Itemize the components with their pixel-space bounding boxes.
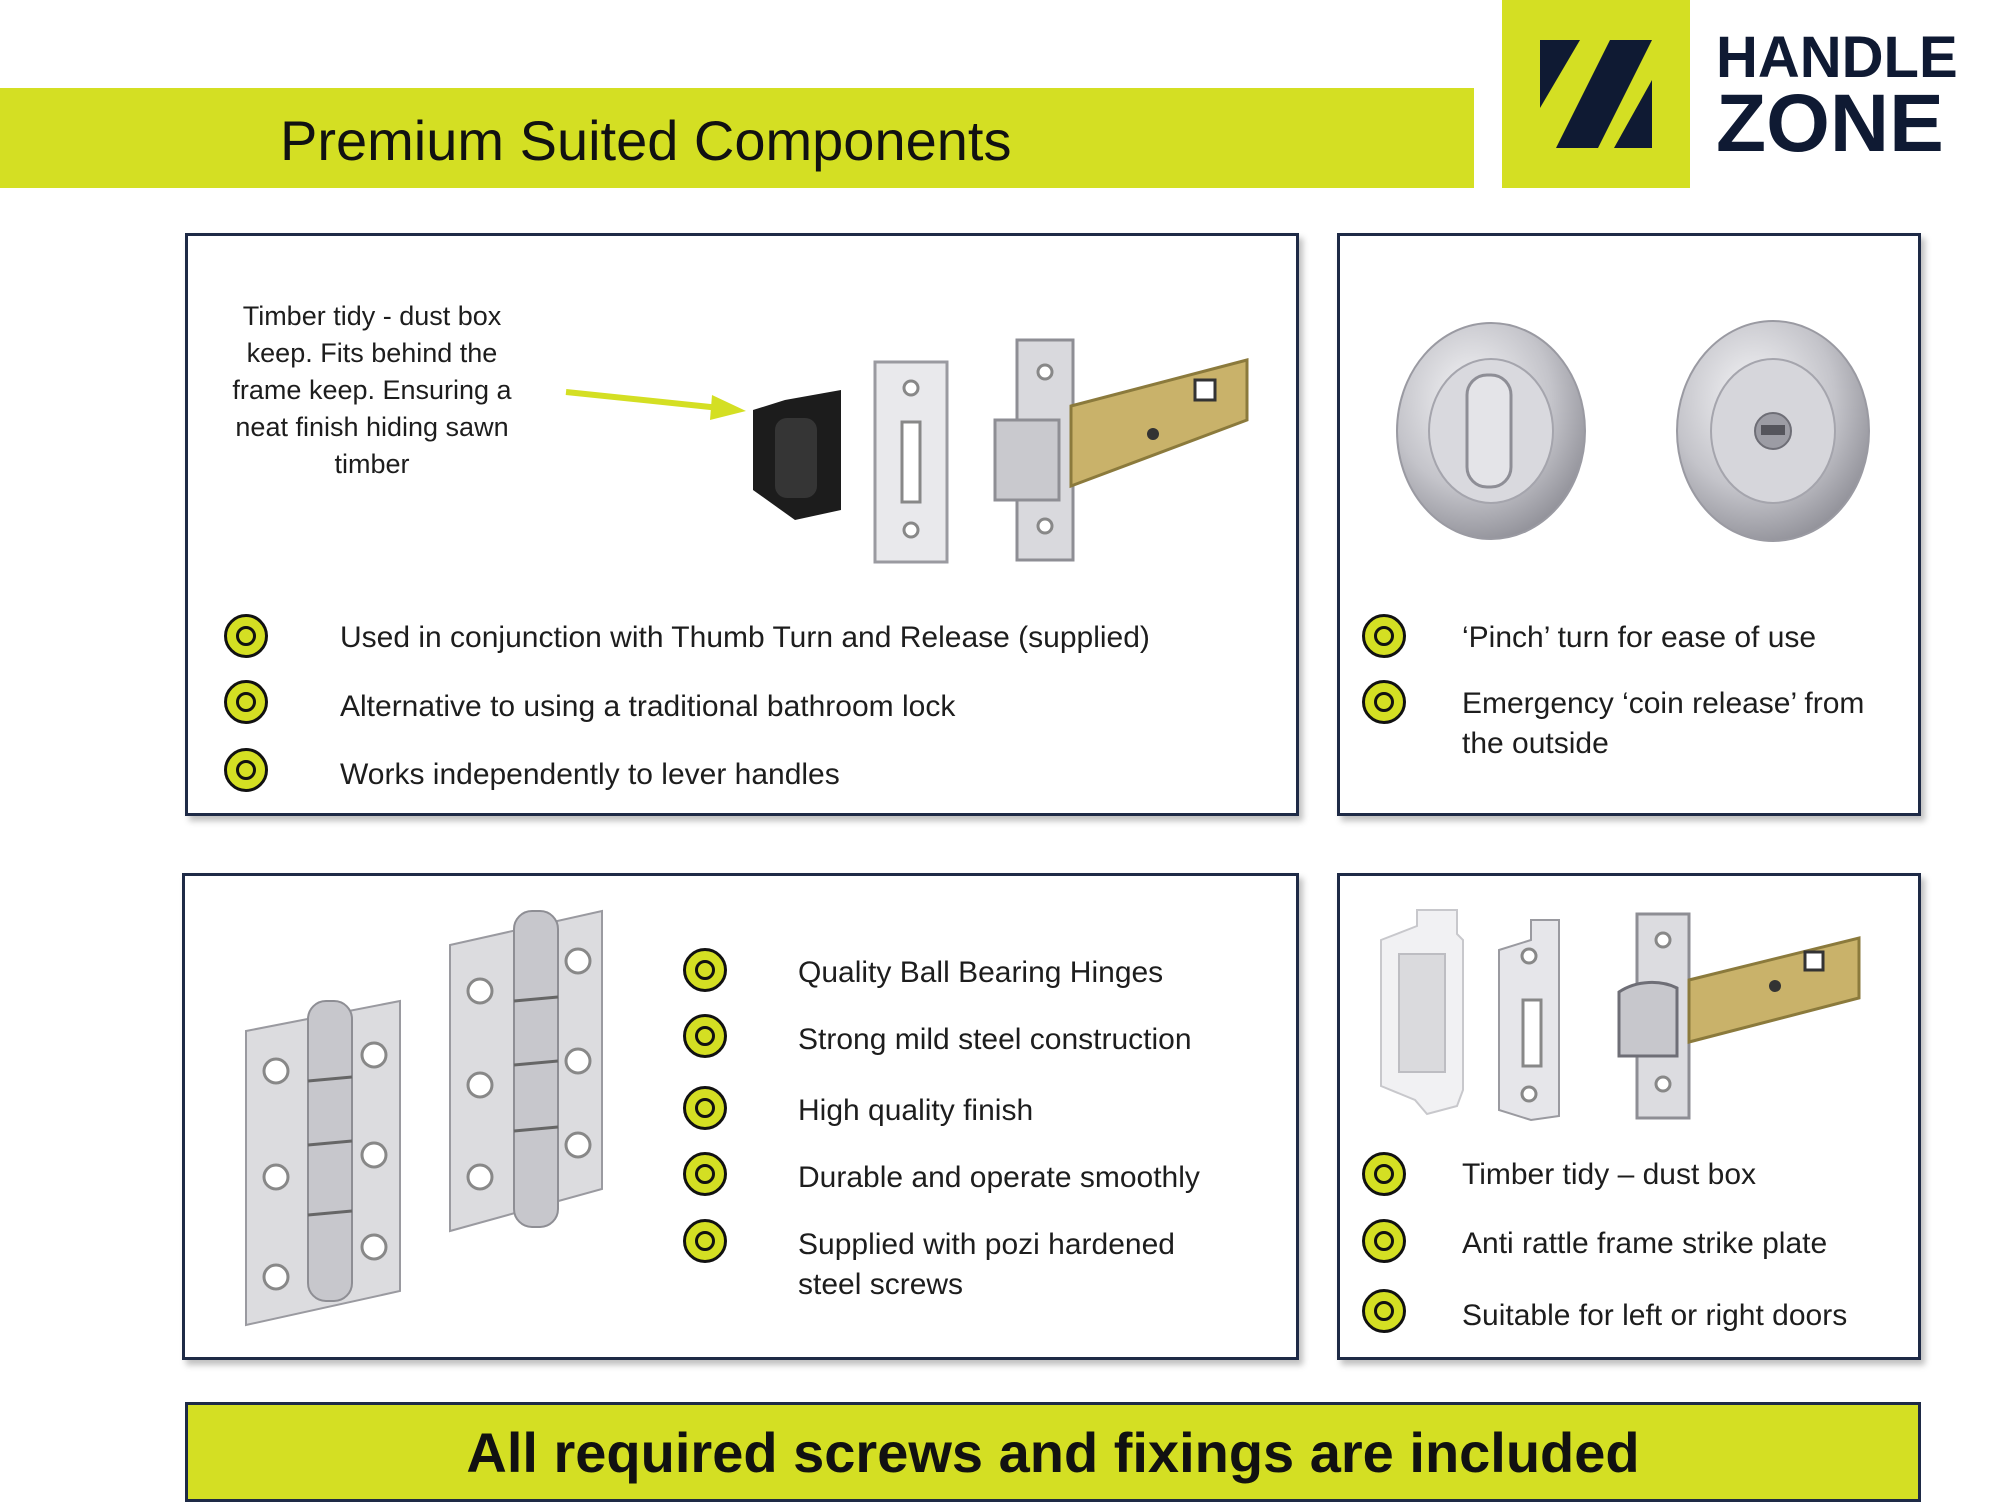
hinges-bullet-1: Quality Ball Bearing Hinges (798, 956, 1164, 989)
hinges-bullet-5: Supplied with pozi hardened steel screws (798, 1228, 1175, 1301)
bullet-ring-icon (224, 680, 268, 724)
bullet-ring-icon (1362, 1152, 1406, 1196)
bullet-ring-icon (683, 948, 727, 992)
tubular-bullet-3: Suitable for left or right doors (1462, 1299, 1848, 1332)
bullet-ring-icon (224, 614, 268, 658)
panel-deadbolt (185, 233, 1299, 816)
logo-mark (1502, 0, 1690, 188)
bullet-ring-icon (683, 1014, 727, 1058)
thumbturn-bullet-1: ‘Pinch’ turn for ease of use (1462, 621, 1817, 654)
bullet-ring-icon (224, 748, 268, 792)
fixings-banner: All required screws and fixings are incl… (185, 1402, 1921, 1502)
thumbturn-bullet-2: Emergency ‘coin release’ from the outsid… (1462, 687, 1865, 760)
deadbolt-bullet-3: Works independently to lever handles (340, 758, 840, 791)
hinges-illustration (245, 909, 603, 1327)
thumbturn-illustration (1396, 320, 1870, 542)
hinges-bullet-4: Durable and operate smoothly (798, 1161, 1200, 1194)
logo-word-zone: ZONE (1716, 78, 1944, 169)
tubular-latch-illustration (1380, 909, 1861, 1122)
hinges-bullet-3: High quality finish (798, 1094, 1034, 1127)
bullet-ring-icon (683, 1219, 727, 1263)
bullet-ring-icon (683, 1152, 727, 1196)
logo-z-icon (1540, 40, 1652, 148)
pointer-arrow-icon (565, 389, 746, 420)
timber-tidy-note: Timber tidy - dust box keep. Fits behind… (232, 301, 512, 479)
page-title: Premium Suited Components (280, 109, 1012, 172)
tubular-bullet-1: Timber tidy – dust box (1462, 1158, 1757, 1191)
hinges-bullet-2: Strong mild steel construction (798, 1023, 1192, 1056)
bullet-ring-icon (1362, 614, 1406, 658)
deadbolt-bullet-1: Used in conjunction with Thumb Turn and … (340, 621, 1150, 654)
deadbolt-illustration (753, 338, 1249, 564)
deadbolt-bullet-2: Alternative to using a traditional bathr… (340, 690, 956, 723)
tubular-bullet-2: Anti rattle frame strike plate (1462, 1227, 1828, 1260)
bullet-ring-icon (1362, 1289, 1406, 1333)
bullet-ring-icon (683, 1086, 727, 1130)
title-band (0, 88, 1474, 188)
bullet-ring-icon (1362, 1219, 1406, 1263)
bullet-ring-icon (1362, 680, 1406, 724)
logo-word-handle: HANDLE (1716, 25, 1958, 90)
